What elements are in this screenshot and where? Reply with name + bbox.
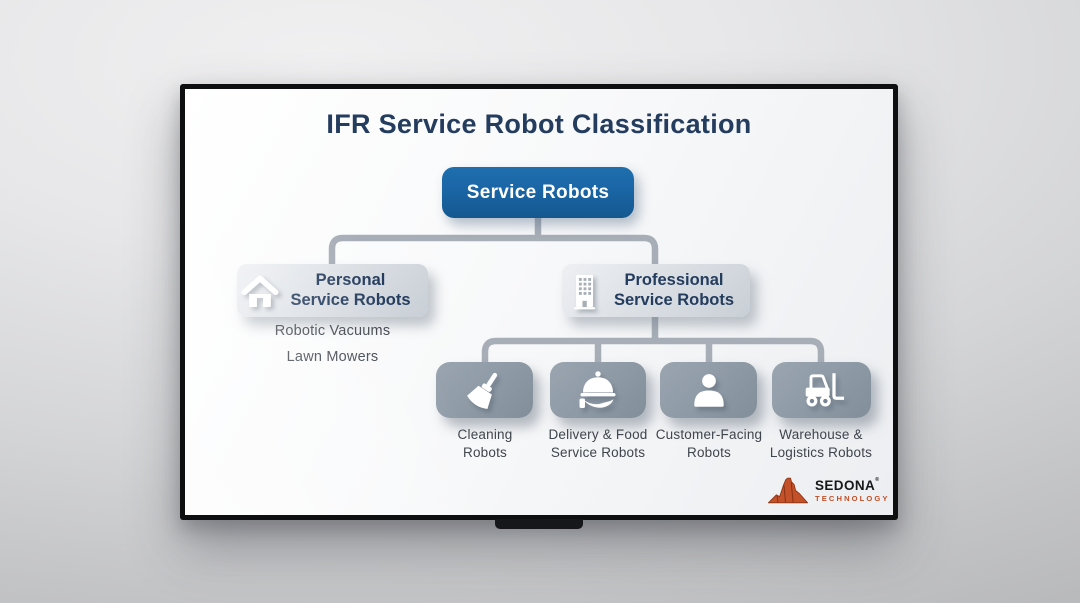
logo-subtitle: TECHNOLOGY xyxy=(815,494,890,504)
person-icon xyxy=(693,374,724,407)
slide-title: IFR Service Robot Classification xyxy=(326,109,752,139)
personal-node-label: Personal Service Robots xyxy=(290,271,411,309)
tv-frame: IFR Service Robot Classification Service… xyxy=(180,84,898,529)
customer-facing-label: Customer-Facing Robots xyxy=(655,427,763,460)
warehouse-label: Warehouse & Logistics Robots xyxy=(769,427,873,460)
forklift-icon xyxy=(805,373,844,407)
professional-node-label: Professional Service Robots xyxy=(613,271,735,309)
root-node-label: Service Robots xyxy=(466,181,610,203)
broom-icon xyxy=(466,372,497,409)
logo-brand: SEDONA® xyxy=(815,476,880,493)
cleaning-node xyxy=(436,362,533,418)
personal-node: Personal Service Robots xyxy=(237,264,428,317)
registered-mark: ® xyxy=(875,476,880,483)
tv-sensor-bar xyxy=(495,519,583,529)
food-service-node xyxy=(550,362,646,418)
root-node: Service Robots xyxy=(442,167,634,218)
customer-facing-node xyxy=(660,362,757,418)
building-icon xyxy=(562,272,608,310)
home-icon xyxy=(237,272,283,309)
food-service-icon xyxy=(579,371,616,408)
example-robotic-vacuums: Robotic Vacuums xyxy=(274,323,391,339)
personal-examples: Robotic Vacuums Lawn Mowers xyxy=(237,323,428,375)
tree-connectors xyxy=(328,215,825,364)
tv-screen: IFR Service Robot Classification Service… xyxy=(185,89,893,515)
connector-level2-bar xyxy=(481,337,825,364)
example-lawn-mowers: Lawn Mowers xyxy=(286,349,379,365)
mesa-icon xyxy=(767,477,809,504)
sedona-logo: SEDONA® TECHNOLOGY xyxy=(766,476,890,505)
food-service-label: Delivery & Food Service Robots xyxy=(548,427,648,460)
connector-level1-bar xyxy=(328,234,659,266)
cleaning-label: Cleaning Robots xyxy=(457,427,513,460)
warehouse-node xyxy=(772,362,871,418)
professional-node: Professional Service Robots xyxy=(562,264,750,317)
